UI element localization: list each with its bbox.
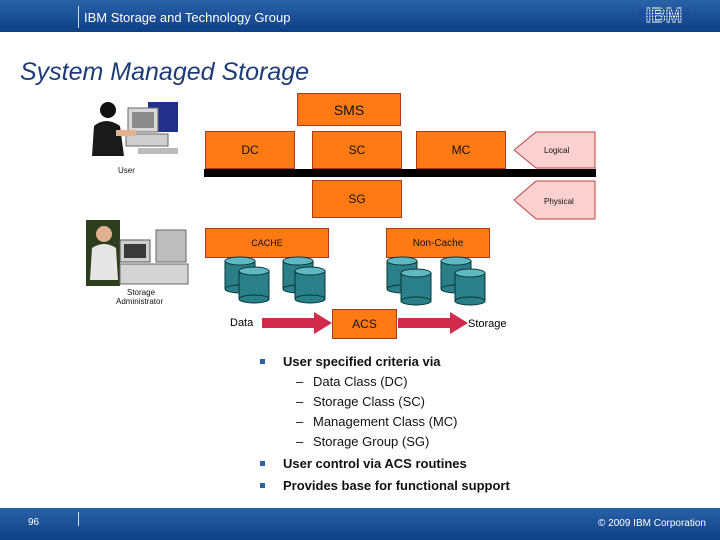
bullet-marker <box>260 483 265 488</box>
bullet-marker <box>260 359 265 364</box>
disk-cache-3 <box>238 266 270 304</box>
cache-box: CACHE <box>205 228 329 258</box>
mc-box: MC <box>416 131 506 169</box>
sub-bullet-item: Storage Class (SC) <box>313 394 425 409</box>
logical-label: Logical <box>544 146 570 155</box>
header-group-title: IBM Storage and Technology Group <box>84 10 291 25</box>
header-separator <box>78 6 79 28</box>
disk-noncache-4 <box>454 268 486 306</box>
logical-arrow <box>514 131 596 169</box>
sub-bullet-dash: – <box>296 434 304 449</box>
user-label: User <box>118 166 135 175</box>
sms-box: SMS <box>297 93 401 126</box>
page-number: 96 <box>28 517 40 528</box>
data-label: Data <box>230 317 254 329</box>
disk-noncache-3 <box>400 268 432 306</box>
header-bar <box>0 0 720 32</box>
storage-admin-icon <box>86 220 190 288</box>
copyright: © 2009 IBM Corporation <box>598 518 706 529</box>
bullet-item: User control via ACS routines <box>283 456 467 471</box>
sub-bullet-item: Data Class (DC) <box>313 374 408 389</box>
bullet-item: User specified criteria via <box>283 354 441 369</box>
bullet-marker <box>260 461 265 466</box>
bullet-item: Provides base for functional support <box>283 478 510 493</box>
sub-bullet-dash: – <box>296 414 304 429</box>
sg-box: SG <box>312 180 402 218</box>
acs-to-storage-arrow <box>398 312 468 334</box>
footer-separator <box>78 512 79 526</box>
storage-admin-label: Storage <box>127 288 156 297</box>
disk-cache-4 <box>294 266 326 304</box>
physical-arrow <box>514 180 596 220</box>
data-to-acs-arrow <box>262 312 332 334</box>
storage-admin-label-line2: Administrator <box>116 297 164 306</box>
ibm-logo-icon: IBM <box>638 5 690 26</box>
sub-bullet-dash: – <box>296 394 304 409</box>
sub-bullet-item: Storage Group (SG) <box>313 434 430 449</box>
user-workstation-icon <box>88 96 184 166</box>
footer-bar <box>0 508 720 540</box>
storage-volumes <box>224 256 486 306</box>
non-cache-box: Non-Cache <box>386 228 490 258</box>
slide-title: System Managed Storage <box>20 58 310 86</box>
acs-box: ACS <box>332 309 397 339</box>
dc-box: DC <box>205 131 295 169</box>
storage-label: Storage <box>468 318 507 330</box>
divider-bar <box>204 169 596 177</box>
sub-bullet-item: Management Class (MC) <box>313 414 458 429</box>
sc-box: SC <box>312 131 402 169</box>
sub-bullet-dash: – <box>296 374 304 389</box>
physical-label: Physical <box>544 197 574 206</box>
